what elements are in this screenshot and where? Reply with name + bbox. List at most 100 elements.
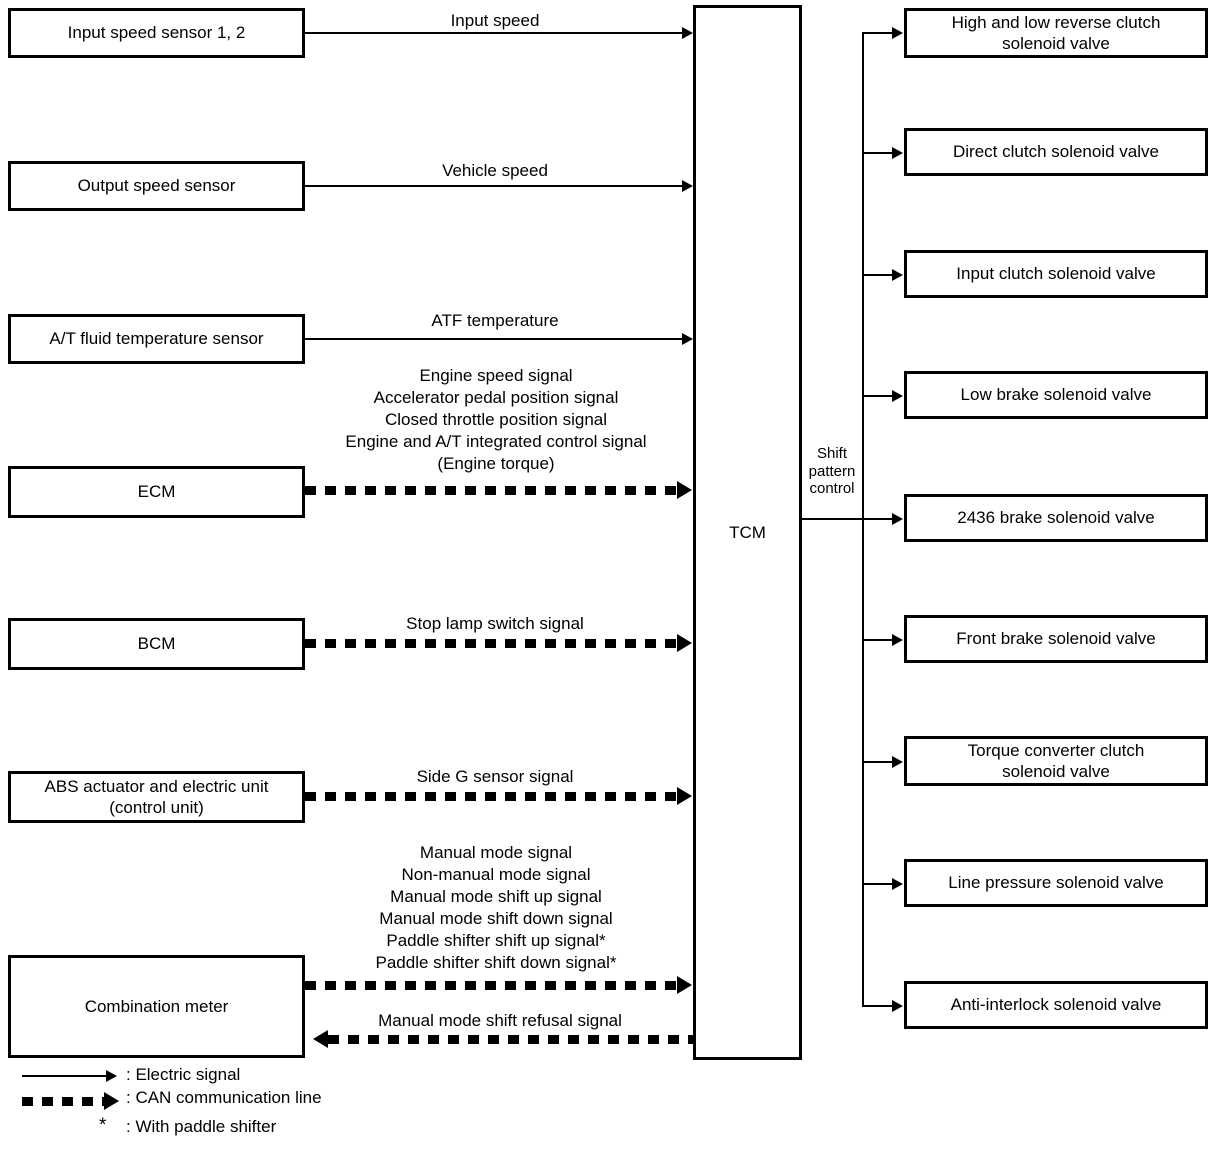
ecm-signal-line-4: Engine and A/T integrated control signal	[345, 432, 647, 452]
output-box-anti-interlock-solenoid[interactable]: Anti-interlock solenoid valve	[904, 981, 1208, 1029]
arrowhead-output-6	[892, 756, 903, 768]
input-box-input-speed-sensor[interactable]: Input speed sensor 1, 2	[8, 8, 305, 58]
electric-line-input-speed	[305, 32, 683, 34]
legend-electric-arrowhead	[106, 1070, 117, 1082]
shift-label-line1: Shift	[816, 445, 847, 462]
output-box-torque-converter-clutch-solenoid[interactable]: Torque converter clutch solenoid valve	[904, 736, 1208, 786]
signal-label-bcm: Stop lamp switch signal	[406, 614, 584, 633]
legend-electric-text: : Electric signal	[126, 1065, 241, 1084]
can-line-ecm	[305, 486, 677, 495]
can-line-bcm	[305, 639, 677, 648]
output-label-line1: 2436 brake solenoid valve	[957, 508, 1155, 528]
legend: : Electric signal : CAN communication li…	[0, 1062, 420, 1150]
signal-label-atf-temperature: ATF temperature	[431, 311, 559, 330]
output-box-2436-brake-solenoid[interactable]: 2436 brake solenoid valve	[904, 494, 1208, 542]
ecm-signal-line-1: Engine speed signal	[419, 366, 573, 385]
output-box-high-low-reverse-clutch-solenoid[interactable]: High and low reverse clutch solenoid val…	[904, 8, 1208, 58]
output-branch-0	[862, 32, 893, 34]
input-box-ecm[interactable]: ECM	[8, 466, 305, 518]
output-label-line2: solenoid valve	[1002, 762, 1110, 781]
legend-row-electric: : Electric signal	[0, 1062, 420, 1088]
arrowhead-vehicle-speed	[682, 180, 693, 192]
legend-can-line	[22, 1097, 106, 1106]
arrowhead-output-7	[892, 878, 903, 890]
input-box-at-fluid-temperature-sensor[interactable]: A/T fluid temperature sensor	[8, 314, 305, 364]
electric-line-atf-temperature	[305, 338, 683, 340]
cm-signal-line-6: Paddle shifter shift down signal*	[375, 953, 617, 973]
input-label: Output speed sensor	[77, 176, 236, 196]
output-box-direct-clutch-solenoid[interactable]: Direct clutch solenoid valve	[904, 128, 1208, 176]
input-box-combination-meter[interactable]: Combination meter	[8, 955, 305, 1058]
arrowhead-output-2	[892, 269, 903, 281]
arrowhead-ecm	[677, 481, 692, 499]
output-branch-1	[862, 152, 893, 154]
output-box-low-brake-solenoid[interactable]: Low brake solenoid valve	[904, 371, 1208, 419]
legend-row-asterisk: * : With paddle shifter	[0, 1114, 420, 1140]
tcm-box[interactable]	[693, 5, 802, 1060]
cm-signal-line-4: Manual mode shift down signal	[379, 909, 613, 929]
output-label-line1: High and low reverse clutch	[951, 12, 1161, 32]
output-label-line1: Anti-interlock solenoid valve	[950, 995, 1162, 1015]
ecm-signal-line-5: (Engine torque)	[437, 454, 555, 474]
output-branch-2	[862, 274, 893, 276]
shift-pattern-control-label: Shift pattern control	[802, 445, 862, 498]
electric-line-vehicle-speed	[305, 185, 683, 187]
signal-label-abs: Side G sensor signal	[416, 767, 574, 786]
output-label-line1: Front brake solenoid valve	[956, 629, 1156, 649]
signal-label-vehicle-speed: Vehicle speed	[442, 161, 548, 180]
shift-label-line2: pattern	[808, 462, 856, 480]
legend-electric-line	[22, 1075, 108, 1077]
output-branch-8	[862, 1005, 893, 1007]
output-label-line1: Direct clutch solenoid valve	[953, 142, 1159, 162]
arrowhead-abs	[677, 787, 692, 805]
output-label-line2: solenoid valve	[1002, 34, 1110, 53]
input-box-bcm[interactable]: BCM	[8, 618, 305, 670]
input-label-line2: (control unit)	[109, 798, 204, 817]
cm-signal-line-2: Non-manual mode signal	[401, 865, 591, 885]
output-branch-7	[862, 883, 893, 885]
arrowhead-input-speed	[682, 27, 693, 39]
input-label: BCM	[137, 634, 176, 654]
input-label: ECM	[137, 482, 176, 502]
signal-label-combination-meter: Manual mode signal Non-manual mode signa…	[300, 842, 692, 975]
arrowhead-combination-meter-out	[677, 976, 692, 994]
legend-asterisk-text: : With paddle shifter	[126, 1117, 277, 1136]
arrowhead-output-8	[892, 1000, 903, 1012]
ecm-signal-line-2: Accelerator pedal position signal	[373, 388, 619, 408]
cm-signal-line-1: Manual mode signal	[419, 843, 573, 862]
arrowhead-output-1	[892, 147, 903, 159]
arrowhead-output-4	[892, 513, 903, 525]
output-branch-5	[862, 639, 893, 641]
legend-can-arrowhead	[104, 1092, 119, 1110]
output-box-front-brake-solenoid[interactable]: Front brake solenoid valve	[904, 615, 1208, 663]
cm-signal-line-5: Paddle shifter shift up signal*	[386, 931, 606, 951]
signal-label-combination-meter-return: Manual mode shift refusal signal	[378, 1011, 622, 1030]
input-label-line1: ABS actuator and electric unit	[44, 776, 269, 796]
legend-can-text: : CAN communication line	[126, 1088, 322, 1107]
shift-label-line3: control	[809, 480, 855, 498]
output-box-line-pressure-solenoid[interactable]: Line pressure solenoid valve	[904, 859, 1208, 907]
cm-signal-line-3: Manual mode shift up signal	[390, 887, 602, 907]
arrowhead-bcm	[677, 634, 692, 652]
tcm-label: TCM	[729, 523, 766, 542]
arrowhead-output-0	[892, 27, 903, 39]
can-line-abs	[305, 792, 677, 801]
input-box-output-speed-sensor[interactable]: Output speed sensor	[8, 161, 305, 211]
can-line-combination-meter-out	[305, 981, 677, 990]
output-label-line1: Input clutch solenoid valve	[956, 264, 1156, 284]
output-label-line1: Low brake solenoid valve	[960, 385, 1152, 405]
legend-row-can: : CAN communication line	[0, 1088, 420, 1114]
output-label-line1: Torque converter clutch	[967, 740, 1145, 760]
bus-stub-from-tcm	[802, 518, 864, 520]
output-box-input-clutch-solenoid[interactable]: Input clutch solenoid valve	[904, 250, 1208, 298]
input-box-abs-actuator[interactable]: ABS actuator and electric unit (control …	[8, 771, 305, 823]
output-branch-4	[862, 518, 893, 520]
arrowhead-output-3	[892, 390, 903, 402]
input-label: Input speed sensor 1, 2	[67, 23, 246, 43]
output-branch-6	[862, 761, 893, 763]
arrowhead-output-5	[892, 634, 903, 646]
input-label: Combination meter	[84, 996, 229, 1016]
arrowhead-combination-meter-return	[313, 1030, 328, 1048]
output-label-line1: Line pressure solenoid valve	[948, 873, 1164, 893]
